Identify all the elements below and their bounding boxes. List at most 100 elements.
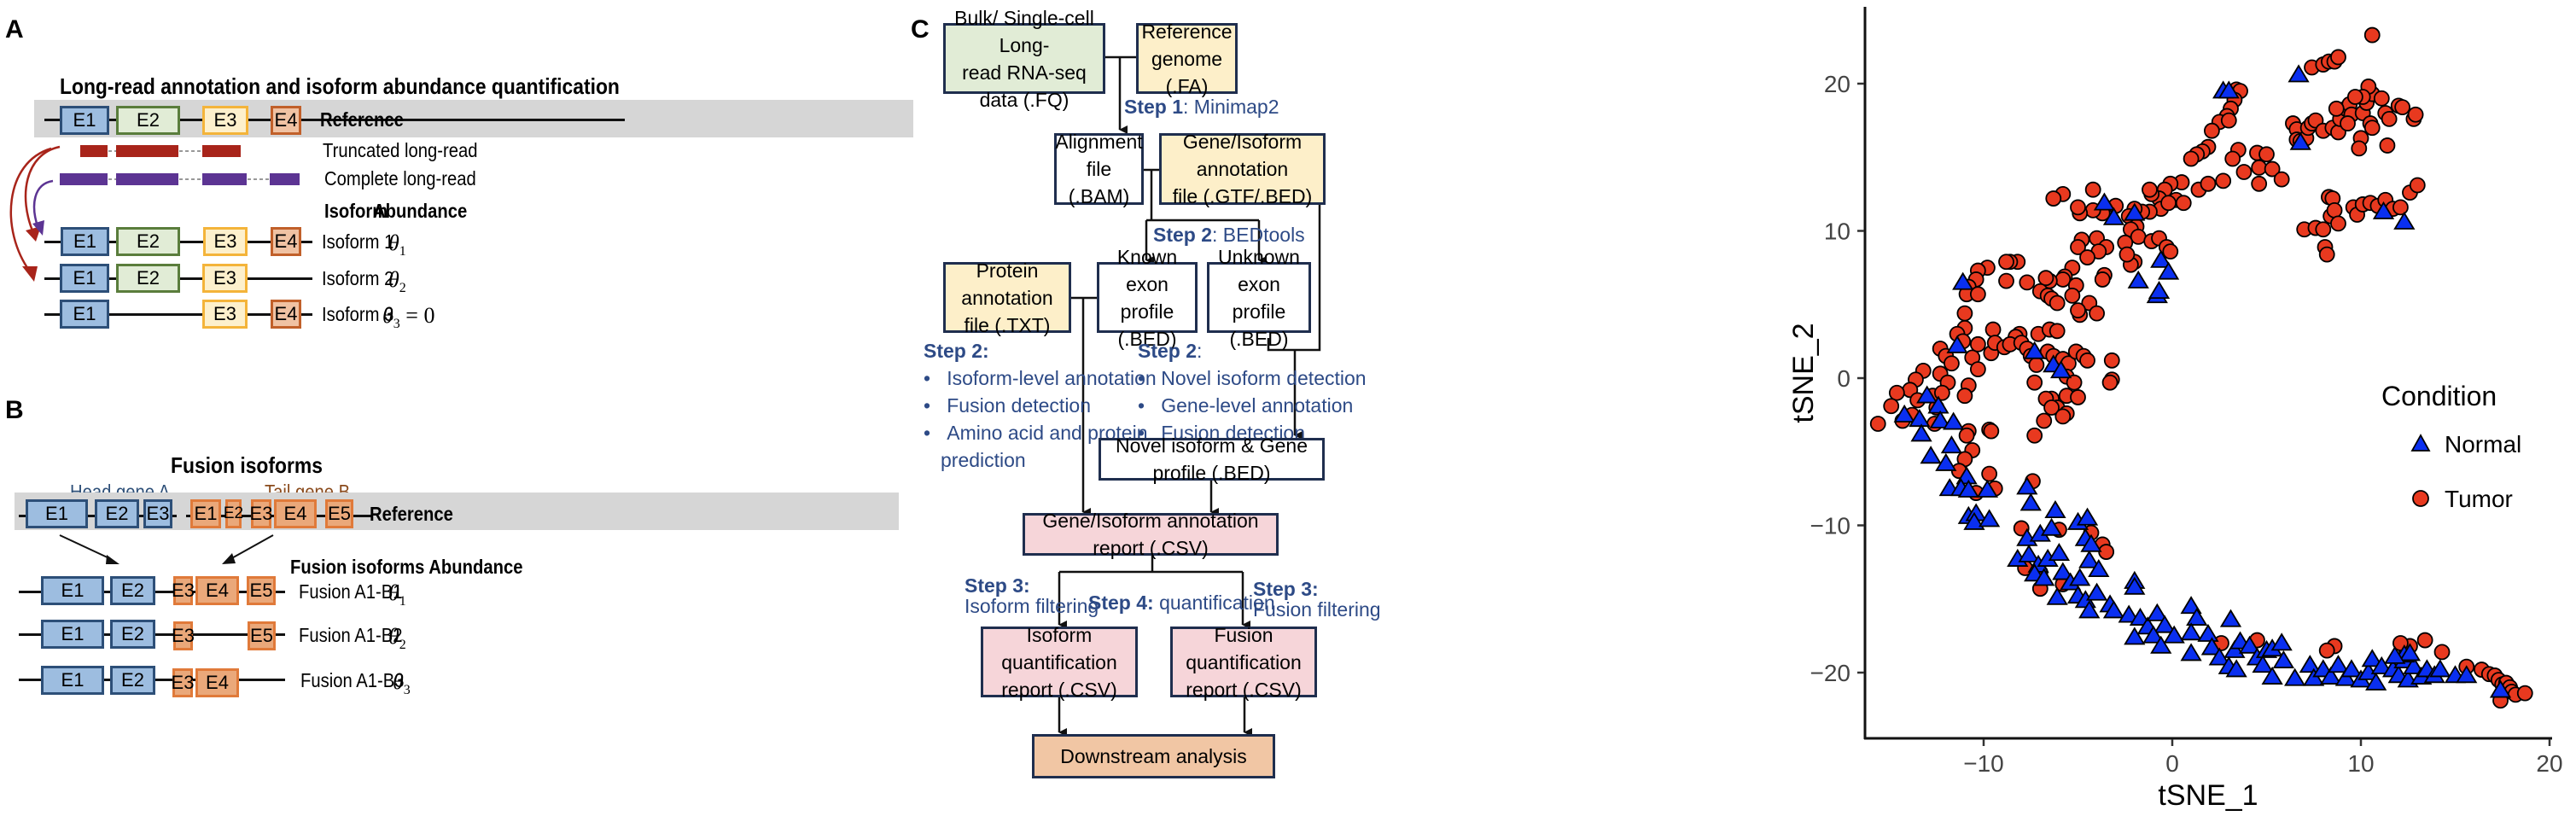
legend: Condition Normal Tumor	[2381, 381, 2521, 512]
tumor-point	[1998, 254, 2014, 271]
tumor-point	[2142, 181, 2158, 198]
normal-point	[2080, 533, 2102, 552]
bullet-item: • Amino acid and protein	[924, 422, 1148, 444]
reference-label: Reference	[320, 108, 404, 131]
normal-point	[2370, 656, 2392, 674]
box-line: report (.CSV)	[1001, 678, 1117, 701]
tumor-point	[2079, 249, 2095, 265]
normal-point	[2049, 360, 2072, 379]
tumor-point	[1983, 423, 2000, 440]
box-line: Fusion quantification	[1186, 623, 1302, 673]
step-bold: Step 2:	[924, 340, 989, 362]
normal-point	[2024, 341, 2046, 359]
fusion-2-label: Fusion A1-B2	[299, 624, 403, 646]
isoform-3-exon-e4: E4	[271, 300, 301, 329]
normal-point	[2456, 665, 2478, 684]
normal-point	[1910, 423, 1932, 442]
normal-point	[2124, 576, 2146, 595]
theta-subscript: 1	[399, 244, 406, 259]
tumor-point	[2215, 172, 2232, 189]
box-line: read RNA-seq data (.FQ)	[962, 61, 1087, 111]
step-bold: Step 2	[1153, 224, 1213, 246]
tumor-point	[2318, 642, 2335, 659]
tumor-point	[2318, 246, 2335, 263]
normal-point	[2361, 649, 2383, 667]
normal-point	[1927, 395, 1949, 414]
normal-point	[2225, 659, 2247, 678]
bullet-item: • Fusion detection	[924, 394, 1092, 417]
fusion-1-exon-e3: E3	[172, 576, 195, 605]
normal-point	[2393, 211, 2416, 230]
head-exon-e2: E2	[95, 499, 139, 528]
tumor-point	[1958, 427, 1975, 444]
normal-point	[2016, 476, 2038, 495]
normal-point	[1979, 509, 2001, 527]
points-layer	[1869, 26, 2533, 709]
fusion-2-abundance: θ2	[388, 624, 406, 653]
tumor-point	[2070, 239, 2086, 255]
normal-point	[2200, 637, 2223, 656]
fusion-3-abundance: θ3	[393, 669, 411, 698]
normal-point	[2372, 201, 2395, 219]
tumor-point	[2094, 271, 2111, 288]
fusion-3-exon-e3: E3	[172, 668, 194, 697]
y-tick-label: −20	[1810, 660, 1851, 686]
bullet-text: Gene-level annotation	[1161, 394, 1354, 417]
tumor-point	[1998, 272, 2014, 289]
normal-point	[2150, 635, 2172, 654]
step4-label: Step 4: quantification	[1088, 592, 1275, 615]
tumor-point	[1969, 286, 1986, 303]
tumor-point	[2315, 221, 2332, 238]
y-tick-label: 0	[1837, 365, 1850, 392]
box-line: Alignment	[1055, 131, 1143, 153]
isoform-3-exon-e1: E1	[60, 300, 109, 329]
tail-exon-e1: E1	[190, 499, 221, 528]
tumor-point	[2326, 201, 2343, 219]
tumor-point	[2089, 305, 2106, 322]
head-arrowhead	[106, 555, 119, 564]
x-axis-label: tSNE_1	[2158, 779, 2258, 812]
step-text: Isoform filtering	[965, 595, 1099, 617]
normal-point	[2069, 568, 2091, 586]
y-tick-label: −10	[1810, 513, 1851, 539]
theta-symbol: θ	[388, 267, 399, 292]
box-line: genome (.FA)	[1151, 47, 1223, 97]
isoform-1-exon-e2: E2	[116, 227, 180, 256]
tumor-point	[2045, 190, 2062, 207]
bullet-item: • Gene-level annotation	[1138, 394, 1354, 417]
legend-normal-marker	[2410, 434, 2431, 452]
gene-line	[44, 119, 625, 121]
normal-point	[2102, 207, 2125, 225]
legend-tumor-label: Tumor	[2445, 486, 2513, 512]
step3-right-label: Step 3:Fusion filtering	[1253, 579, 1381, 620]
tumor-point	[2175, 195, 2192, 212]
isoform-1-abundance: θ1	[388, 230, 406, 259]
normal-point	[2148, 280, 2171, 300]
complete-read-label: Complete long-read	[324, 167, 476, 189]
truncated-read-label: Truncated long-read	[323, 139, 478, 161]
tumor-point	[2084, 181, 2101, 198]
normal-point	[2219, 609, 2242, 627]
bullet-text: Isoform-level annotation	[947, 367, 1157, 389]
tail-arrowhead	[222, 553, 236, 564]
fusion-1-abundance: θ1	[388, 580, 406, 609]
exon-e4: E4	[271, 106, 301, 135]
x-tick-label: −10	[1963, 750, 2004, 777]
x-tick-label: 20	[2536, 750, 2562, 777]
read-assignment-arrows	[9, 145, 61, 282]
head-exon-e1: E1	[26, 499, 88, 528]
tumor-point	[1869, 416, 1886, 432]
normal-point	[1946, 335, 1968, 353]
tail-exon-e3: E3	[250, 499, 272, 528]
tumor-point	[2043, 399, 2060, 416]
tumor-point	[2070, 199, 2086, 216]
fusion-1-exon-e4: E4	[195, 576, 239, 605]
theta-subscript: 2	[399, 638, 406, 653]
fusion-1-exon-e1: E1	[41, 576, 104, 605]
normal-point	[1940, 435, 1963, 454]
